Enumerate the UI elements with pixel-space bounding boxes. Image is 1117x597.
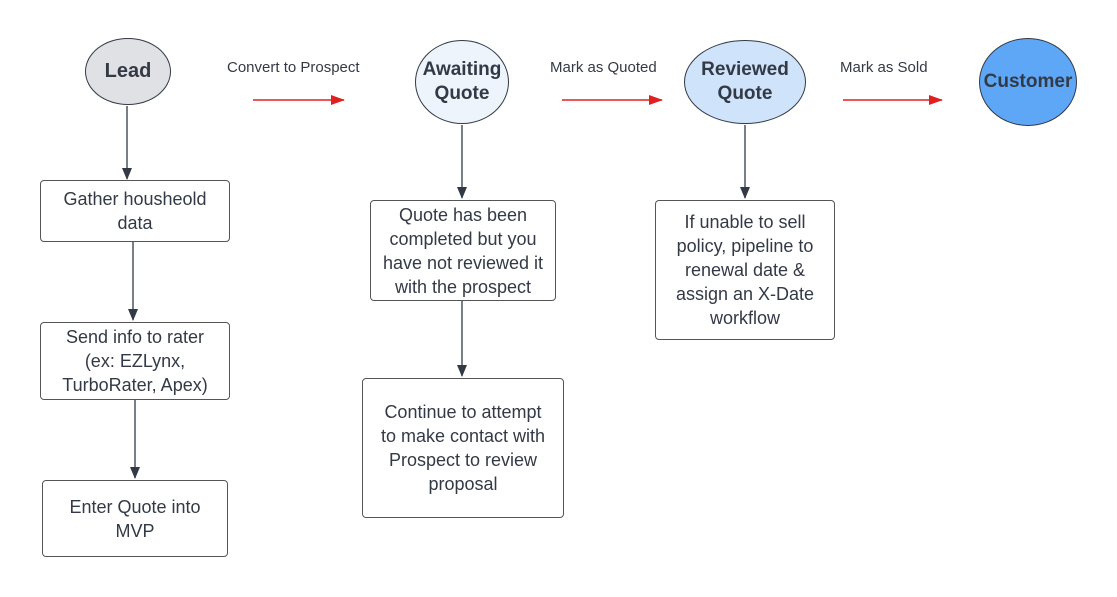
- label-mark-as-sold: Mark as Sold: [840, 59, 928, 76]
- stage-reviewed-quote: Reviewed Quote: [684, 40, 806, 124]
- stage-customer: Customer: [979, 38, 1077, 126]
- step-send-info-to-rater: Send info to rater (ex: EZLynx, TurboRat…: [40, 322, 230, 400]
- stage-awaiting-quote: Awaiting Quote: [415, 40, 509, 124]
- label-mark-as-quoted: Mark as Quoted: [550, 59, 657, 76]
- step-enter-quote: Enter Quote into MVP: [42, 480, 228, 557]
- stage-lead: Lead: [85, 38, 171, 105]
- step-unable-to-sell: If unable to sell policy, pipeline to re…: [655, 200, 835, 340]
- step-continue-contact: Continue to attempt to make contact with…: [362, 378, 564, 518]
- label-convert-to-prospect: Convert to Prospect: [227, 59, 360, 76]
- step-quote-completed: Quote has been completed but you have no…: [370, 200, 556, 301]
- step-gather-household-data: Gather housheold data: [40, 180, 230, 242]
